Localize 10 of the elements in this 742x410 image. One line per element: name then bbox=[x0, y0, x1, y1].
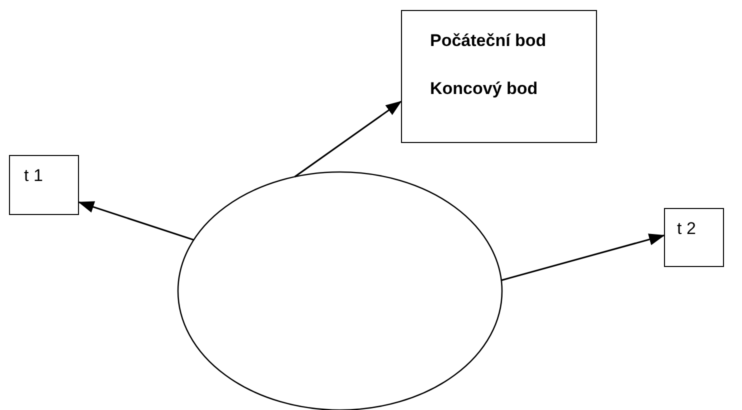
node-label: t 1 bbox=[24, 166, 43, 186]
start-point-label: Počáteční bod bbox=[430, 31, 546, 51]
arrow bbox=[294, 100, 402, 178]
end-point-label: Koncový bod bbox=[430, 79, 538, 99]
arrow bbox=[78, 201, 194, 241]
node-label: t 2 bbox=[677, 219, 696, 239]
label-box bbox=[664, 208, 724, 267]
label-box bbox=[9, 155, 79, 215]
arrow bbox=[501, 234, 665, 282]
text-box bbox=[401, 10, 597, 143]
